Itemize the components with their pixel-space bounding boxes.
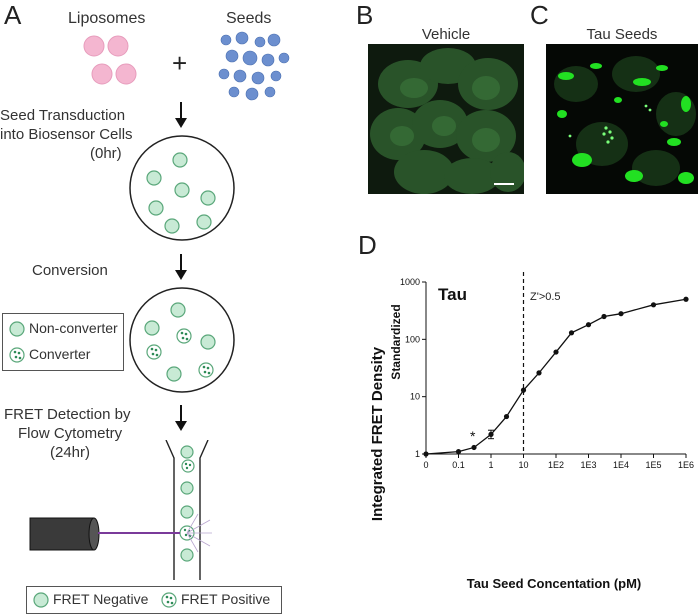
vehicle-title: Vehicle <box>421 26 471 43</box>
step2-label: Conversion <box>32 262 108 279</box>
vehicle-micrograph <box>368 44 524 194</box>
y-tick-label: 100 <box>405 334 420 344</box>
z-prime-annotation: Z'>0.5 <box>530 291 561 303</box>
seeds-label: Seeds <box>226 10 272 27</box>
data-point <box>471 444 477 451</box>
arrow-3 <box>180 405 182 423</box>
liposomes-label: Liposomes <box>68 10 146 27</box>
x-tick-label: 1 <box>488 460 493 470</box>
x-tick-label: 0.1 <box>452 460 465 470</box>
panel-letter-b: B <box>356 0 374 30</box>
panel-letter-a: A <box>4 0 22 30</box>
y-tick-label: 10 <box>410 392 420 402</box>
data-point <box>455 449 462 455</box>
non-converter-label: Non-converter <box>29 320 118 336</box>
tau-seeds-micrograph <box>546 44 698 194</box>
data-point <box>618 311 624 317</box>
data-point <box>601 313 607 320</box>
conversion-dish <box>129 287 235 393</box>
converter-icon <box>9 347 25 363</box>
step3-text: FRET Detection by Flow Cytometry (24hr) <box>4 405 164 462</box>
data-point <box>585 322 592 328</box>
x-tick-label: 1E5 <box>645 460 661 470</box>
step3-line2: Flow Cytometry <box>18 425 123 442</box>
step1-text: Seed Transduction into Biosensor Cells (… <box>0 106 160 163</box>
y-tick-label: 1 <box>415 449 420 459</box>
fret-positive-icon <box>161 592 177 608</box>
data-point <box>553 349 559 355</box>
arrow-2-head <box>175 270 187 280</box>
data-point <box>683 296 689 302</box>
tau-seeds-title: Tau Seeds <box>586 26 658 43</box>
non-converter-icon <box>9 321 25 337</box>
seeds-graphic <box>218 31 290 101</box>
fret-positive-label: FRET Positive <box>181 591 271 607</box>
x-tick-label: 10 <box>518 460 528 470</box>
x-tick-label: 1E6 <box>678 460 694 470</box>
arrow-2 <box>180 254 182 272</box>
step1-line3: (0hr) <box>90 145 122 162</box>
panel-letter-d: D <box>358 230 377 260</box>
liposomes-graphic <box>83 35 137 85</box>
x-tick-label: 0 <box>423 460 428 470</box>
panel-letter-c: C <box>530 0 549 30</box>
flow-cytometer-graphic <box>29 440 212 580</box>
arrow-3-head <box>175 421 187 431</box>
x-tick-label: 1E4 <box>613 460 629 470</box>
significance-star: * <box>470 428 476 444</box>
data-point <box>568 330 575 336</box>
data-point <box>536 370 542 376</box>
step1-line2: into Biosensor Cells <box>0 126 133 143</box>
plus-sign: + <box>172 48 188 78</box>
y-tick-label: 1000 <box>400 277 420 287</box>
x-axis-label: Tau Seed Concentation (pM) <box>467 576 642 591</box>
fret-negative-icon <box>33 592 49 608</box>
fret-negative-label: FRET Negative <box>53 591 149 607</box>
fret-legend: FRET Negative FRET Positive <box>26 586 282 614</box>
series-line <box>425 298 687 455</box>
x-tick-label: 1E2 <box>548 460 564 470</box>
fret-density-chart: Integrated FRET Density Standardized Tau… <box>369 272 694 591</box>
data-point <box>503 413 510 420</box>
step3-line3: (24hr) <box>50 444 91 461</box>
chart-title: Tau <box>438 285 467 304</box>
arrow-1 <box>180 102 182 120</box>
x-tick-label: 1E3 <box>580 460 596 470</box>
y-axis-sublabel: Standardized <box>389 304 403 379</box>
y-axis-label: Integrated FRET Density <box>369 346 386 521</box>
arrow-1-head <box>175 118 187 128</box>
step1-line1: Seed Transduction <box>0 107 126 124</box>
data-point <box>423 451 429 457</box>
step3-line1: FRET Detection by <box>4 406 131 423</box>
converter-label: Converter <box>29 346 91 362</box>
data-point <box>650 302 657 308</box>
data-point <box>520 387 527 393</box>
biosensor-dish <box>129 135 235 241</box>
conversion-legend: Non-converter Converter <box>2 313 124 371</box>
